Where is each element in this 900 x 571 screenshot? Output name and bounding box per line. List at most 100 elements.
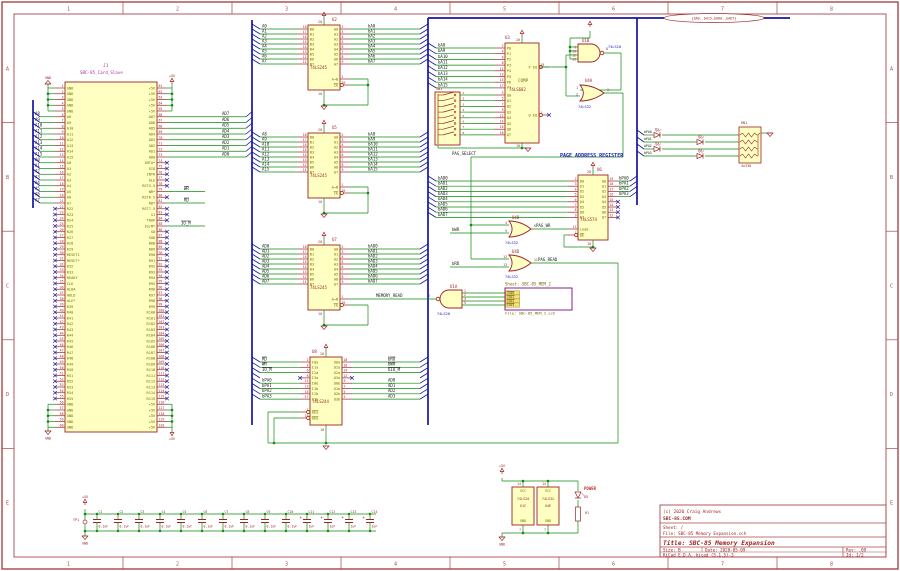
junction-dot (137, 529, 141, 533)
bus-entry (32, 151, 41, 158)
bus-entry (251, 146, 261, 153)
gnd-icon (589, 247, 597, 252)
gate-U1B[interactable] (577, 43, 601, 63)
pin-name: A5 (67, 190, 71, 194)
net-label: A6 (262, 53, 267, 58)
cap-value: 0.1uF (288, 525, 298, 529)
resistor-zigzag (739, 139, 758, 145)
pin-name: R33 (67, 270, 74, 274)
frame-col-ref: 4 (394, 562, 397, 568)
junction-dot (158, 529, 162, 533)
noconnect-icon (164, 195, 170, 200)
bus-entry (427, 76, 437, 83)
capacitor-C2[interactable] (113, 517, 123, 525)
pin-number: 80 (159, 193, 163, 197)
pin-name: OEa (312, 410, 319, 414)
bus-entry (245, 140, 253, 146)
capacitor-C5[interactable] (176, 517, 186, 525)
pin-name: R46 (67, 345, 74, 349)
pin-number: 29 (60, 245, 64, 249)
bus-entry (419, 156, 429, 163)
pin-number: 30 (60, 251, 64, 255)
pin-name: B2 (310, 145, 314, 149)
noconnect-icon (52, 258, 58, 263)
capacitor-C14[interactable] (365, 517, 375, 525)
gate-U4B[interactable] (508, 220, 532, 238)
led-D5[interactable] (574, 491, 582, 499)
led-D3[interactable] (653, 145, 661, 153)
pin-name: R104 (147, 334, 156, 338)
frame-col-ref: 4 (394, 7, 397, 13)
pin-number: 19 (342, 81, 346, 85)
pin-number: 63 (159, 96, 163, 100)
pin-name: AD7 (149, 115, 156, 119)
ic-U7[interactable] (307, 244, 341, 311)
powerunit-U4E[interactable] (536, 486, 560, 526)
pin-number: 18 (303, 25, 307, 29)
note-20: 20 (318, 128, 322, 132)
capacitor-C11[interactable] (302, 517, 312, 525)
bus-entry (427, 206, 437, 213)
cap-value: 1uF (309, 525, 315, 529)
note-74ls20: 74LS20 (437, 312, 450, 316)
note-1: 1 (576, 86, 578, 90)
note-10: 10 (318, 92, 322, 96)
pin-name: B0 (310, 247, 314, 251)
capacitor-C8[interactable] (239, 517, 249, 525)
ic-U5[interactable] (307, 132, 341, 199)
led-D1[interactable] (653, 131, 661, 139)
pin-name: R42 (67, 322, 74, 326)
noconnect-icon (164, 218, 170, 223)
pin-name: Q6 (507, 128, 511, 132)
pin-name: +5V (149, 98, 156, 102)
ic-U6[interactable] (577, 174, 609, 241)
pin-number: 39 (60, 303, 64, 307)
capacitor-C6[interactable] (197, 517, 207, 525)
pin-number: 16 (610, 193, 614, 197)
dip-switch-SW1[interactable] (434, 91, 461, 146)
note-4: 4 (505, 221, 507, 225)
noconnect-icon (164, 275, 170, 280)
pin-number: 114 (159, 389, 165, 393)
net-label: A1 (262, 28, 267, 33)
capacitor-C12[interactable] (323, 517, 333, 525)
sheet-symbol[interactable] (504, 287, 573, 311)
noconnect-icon (52, 235, 58, 240)
capacitor-C10[interactable] (281, 517, 291, 525)
led-D4[interactable] (696, 152, 704, 160)
note-8: 8 (606, 47, 608, 51)
capacitor-C3[interactable] (134, 517, 144, 525)
gate-U1A[interactable] (439, 289, 463, 309)
pin-number: 12 (303, 55, 307, 59)
switch-lever (442, 103, 455, 107)
gate-U4D[interactable] (508, 254, 532, 272)
inverted-pin-bubble (306, 416, 311, 420)
junction-dot (242, 529, 246, 533)
bus-entry (427, 196, 437, 203)
frame-col-ref: 3 (285, 7, 288, 13)
noconnect-icon (52, 292, 58, 298)
net-label: A0 (262, 23, 267, 28)
pin-number: 118 (159, 412, 165, 416)
capacitor-C13[interactable] (344, 517, 354, 525)
pin-number: 25 (60, 222, 64, 226)
label: U4E (545, 504, 551, 508)
capacitor-C9[interactable] (260, 517, 270, 525)
capacitor-C4[interactable] (155, 517, 165, 525)
pin-number: 95 (159, 280, 163, 284)
ic-J1[interactable] (64, 81, 158, 433)
cap-polarity: + (363, 515, 366, 520)
ic-U2[interactable] (307, 24, 341, 91)
resistor-R1[interactable] (575, 506, 581, 522)
pin-name: B3 (310, 150, 314, 154)
pin-name: A5 (334, 52, 338, 56)
capacitor-C7[interactable] (218, 517, 228, 525)
net-label: AD7 (262, 278, 270, 283)
gate-U4A[interactable] (579, 84, 605, 102)
powerunit-U1C[interactable] (511, 486, 535, 526)
junction-dot (46, 103, 50, 107)
capacitor-C1[interactable] (92, 517, 102, 525)
junction-dot (568, 49, 572, 53)
led-D2[interactable] (696, 138, 704, 146)
